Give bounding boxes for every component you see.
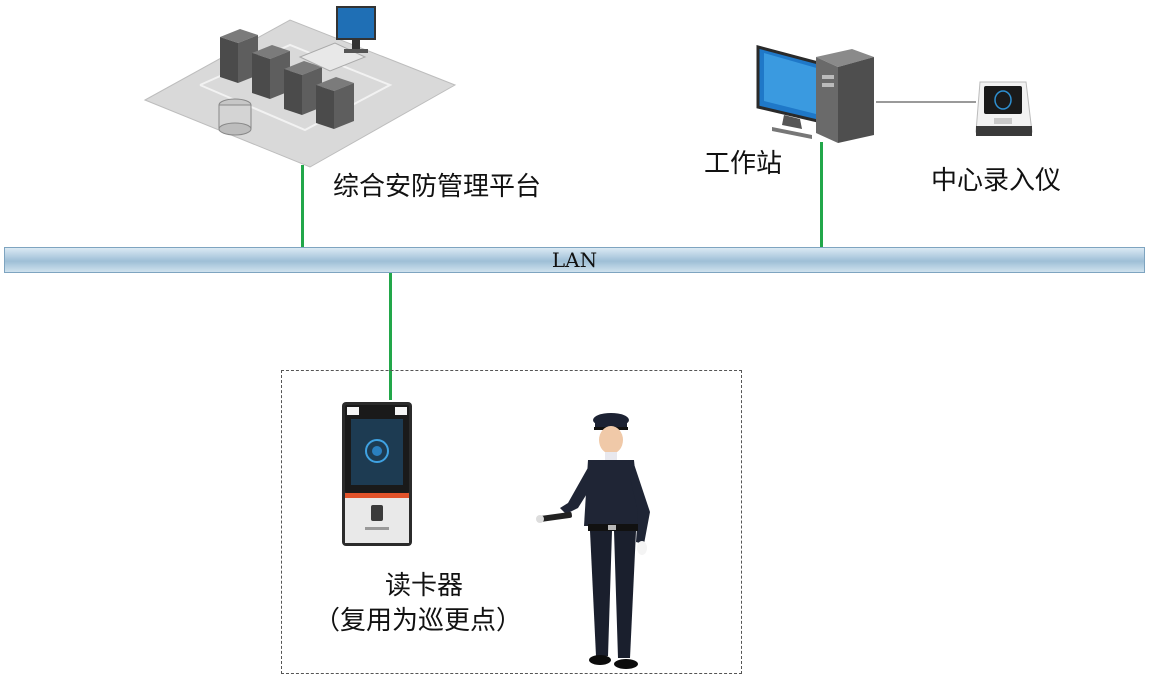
workstation-link [820,142,823,248]
workstation-label: 工作站 [704,149,783,179]
reader-sublabel: （复用为巡更点） [314,606,523,636]
enroller-label: 中心录入仪 [931,166,1062,196]
platform-link [301,165,304,248]
workstation-pc-icon [756,45,874,143]
lan-bus: LAN [4,247,1145,273]
platform-label: 综合安防管理平台 [333,172,542,202]
security-guard-icon [536,413,650,669]
server-cluster-icon [143,6,457,168]
reader-link [389,272,392,400]
face-reader-terminal-icon [342,402,412,546]
lan-label: LAN [551,248,598,272]
patrol-zone [281,370,742,674]
reader-label: 读卡器 [385,571,464,601]
workstation-enroller-link [876,101,976,103]
enrollment-terminal-icon [975,81,1033,136]
